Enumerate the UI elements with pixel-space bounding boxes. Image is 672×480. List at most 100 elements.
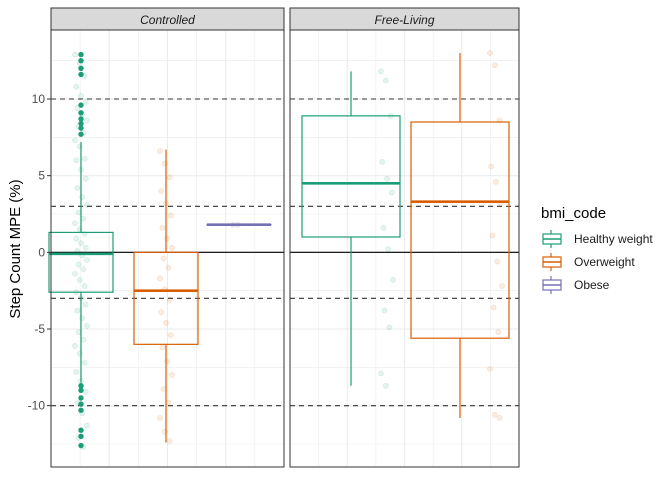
raw-point — [161, 160, 168, 167]
raw-point — [491, 412, 498, 418]
raw-point — [81, 155, 88, 162]
raw-point — [159, 344, 166, 351]
raw-point — [488, 163, 495, 170]
raw-point — [73, 83, 80, 90]
box-healthy-weight — [301, 71, 401, 386]
raw-point — [167, 212, 174, 219]
raw-point — [81, 283, 88, 289]
raw-point — [78, 240, 84, 246]
raw-point — [73, 157, 80, 164]
outlier-point — [78, 131, 84, 137]
outlier-point — [78, 57, 84, 64]
raw-point — [379, 159, 386, 165]
legend-label: Healthy weight — [574, 232, 653, 246]
raw-point — [169, 244, 175, 251]
raw-point — [166, 174, 173, 181]
raw-point — [165, 264, 172, 271]
raw-point — [76, 226, 83, 233]
legend-label: Obese — [574, 278, 610, 292]
raw-point — [385, 246, 392, 253]
raw-point — [166, 438, 173, 444]
raw-point — [84, 257, 90, 263]
outlier-point — [78, 116, 84, 122]
y-axis: -10 -5 0 5 10 — [28, 92, 51, 413]
raw-point — [381, 307, 388, 314]
raw-point — [72, 270, 78, 277]
raw-point — [82, 244, 89, 251]
raw-point — [158, 188, 165, 194]
raw-point — [73, 369, 80, 375]
y-axis-label: Step Count MPE (%) — [7, 179, 24, 318]
y-tick-label: -5 — [34, 322, 45, 336]
box-overweight — [133, 149, 199, 443]
box-overweight — [410, 53, 510, 418]
raw-point — [80, 266, 87, 273]
y-tick-label: 5 — [38, 169, 45, 183]
outlier-point — [78, 383, 84, 389]
y-tick-label: 0 — [38, 245, 45, 259]
raw-point — [82, 301, 89, 308]
raw-point — [490, 304, 497, 311]
outlier-point — [78, 51, 84, 58]
raw-point — [167, 332, 174, 338]
raw-point — [160, 255, 167, 262]
raw-point — [489, 232, 496, 239]
raw-point — [82, 389, 89, 395]
raw-point — [493, 178, 499, 185]
raw-point — [78, 93, 84, 99]
raw-point — [487, 50, 493, 56]
box-body — [48, 231, 114, 293]
raw-point — [380, 224, 387, 231]
raw-point — [84, 323, 90, 329]
raw-point — [72, 137, 78, 144]
raw-point — [75, 261, 82, 268]
raw-point — [74, 105, 81, 112]
outlier-point — [78, 71, 84, 78]
raw-point — [82, 99, 89, 105]
raw-point — [378, 68, 384, 75]
raw-point — [73, 235, 80, 242]
y-tick-label: -10 — [28, 399, 46, 413]
outlier-point — [78, 387, 84, 394]
raw-point — [164, 235, 171, 242]
raw-point — [76, 143, 83, 150]
outlier-point — [78, 427, 84, 433]
raw-point — [390, 277, 396, 283]
raw-point — [72, 343, 78, 349]
raw-point — [76, 350, 83, 357]
raw-point — [499, 283, 505, 289]
box-body — [133, 251, 199, 345]
raw-point — [76, 277, 83, 283]
raw-point — [84, 422, 90, 429]
y-tick-label: 10 — [32, 92, 46, 106]
raw-point — [72, 220, 78, 227]
outlier-point — [78, 120, 84, 127]
raw-point — [163, 320, 169, 326]
raw-point — [382, 77, 389, 84]
outlier-point — [78, 125, 84, 131]
raw-point — [386, 324, 393, 331]
panel-title: Controlled — [140, 13, 195, 27]
raw-point — [158, 309, 165, 315]
raw-point — [384, 175, 390, 182]
raw-point — [378, 370, 384, 377]
panel-border — [50, 29, 285, 468]
outlier-point — [78, 102, 84, 108]
panel-1: Free-Living — [289, 7, 520, 468]
raw-point — [164, 358, 171, 365]
raw-point — [487, 366, 493, 372]
box-body — [410, 121, 510, 339]
raw-point — [84, 117, 90, 124]
raw-point — [82, 175, 89, 182]
panel-0: Controlled — [48, 7, 285, 468]
box-body — [301, 115, 401, 238]
outlier-point — [78, 65, 84, 72]
raw-point — [157, 148, 163, 154]
legend-title: bmi_code — [541, 205, 606, 222]
raw-point — [388, 189, 395, 196]
raw-point — [382, 382, 389, 389]
outlier-point — [78, 110, 84, 116]
raw-point — [491, 62, 498, 69]
